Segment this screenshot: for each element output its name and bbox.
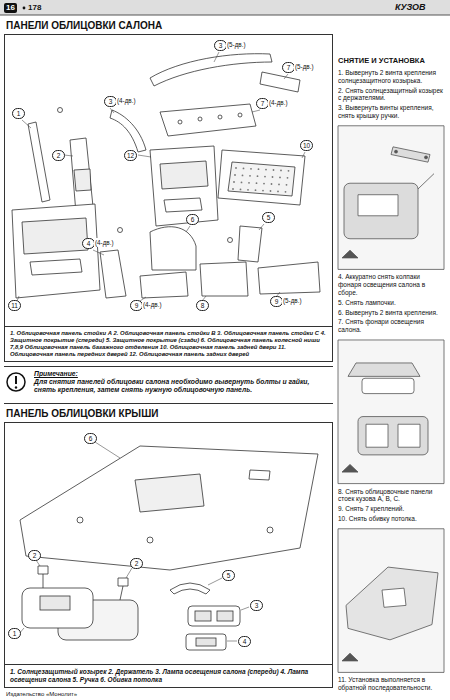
procedure-step: 3. Вывернуть винты крепления, снять крыш… (338, 104, 444, 120)
procedure-step: 8. Снять облицовочные панели стоек кузов… (338, 488, 444, 504)
page-section-number: 16 (4, 3, 17, 13)
variant-note: (5-дв.) (226, 40, 247, 49)
leader-lines (18, 442, 249, 641)
visor-photo (338, 126, 444, 270)
callout-number: 5 (222, 570, 235, 581)
procedure-heading: СНЯТИЕ И УСТАНОВКА (338, 56, 444, 65)
headliner-photo (338, 529, 444, 673)
callout-number: 8 (196, 300, 209, 311)
variant-note: (4-дв.) (94, 238, 115, 247)
note-heading: Примечание: (34, 370, 329, 378)
callout-number: 2 (28, 550, 41, 561)
procedure-step: 5. Снять лампочки. (338, 299, 444, 307)
callout-number: 6 (186, 214, 199, 225)
procedure-step: 2. Снять солнцезащитный козырек с держат… (338, 87, 444, 103)
note-text: Для снятия панелей облицовки салона необ… (34, 378, 329, 394)
variant-note: (5-дв.) (294, 62, 315, 71)
callout-number: 5 (262, 212, 275, 223)
publisher-footer: Издательство «Монолит» (6, 690, 77, 698)
page-number: 178 (28, 3, 41, 13)
variant-note: (4-дв.) (116, 96, 137, 105)
callout-number: 6 (84, 433, 97, 444)
section-heading: ПАНЕЛИ ОБЛИЦОВКИ САЛОНА (6, 20, 162, 32)
callout-number: 10 (300, 140, 313, 151)
header-bar (0, 0, 450, 15)
variant-note: (4-дв.) (142, 300, 163, 309)
procedure-step: 7. Снять фонари освещения салона. (338, 318, 444, 334)
callout-number: 3 (250, 600, 263, 611)
callout-number: 4 (238, 636, 251, 647)
procedure-step: 10. Снять обивку потолка. (338, 515, 444, 523)
callout-number: 11 (8, 300, 21, 311)
procedure-step: 9. Снять 7 креплений. (338, 505, 444, 513)
procedure-step: 4. Аккуратно снять колпаки фонаря освеще… (338, 273, 444, 296)
callout-number: 12 (124, 150, 137, 161)
callout-number: 2 (130, 558, 143, 569)
callout-number: 2 (52, 150, 65, 161)
headliner-figure (20, 446, 318, 650)
procedure-step: 11. Установка выполняется в обратной пос… (338, 676, 444, 692)
dot-pattern (232, 167, 289, 193)
callout-number: 1 (8, 628, 21, 639)
lamp-photo (338, 340, 444, 484)
section-heading: ПАНЕЛЬ ОБЛИЦОВКИ КРЫШИ (6, 408, 158, 420)
figure-frame: 1. Солнцезащитный козырек 2. Держатель 3… (4, 422, 333, 688)
trim-panels-figure (12, 54, 320, 298)
figure-caption: 1. Облицовочная панель стойки А 2. Облиц… (5, 326, 332, 361)
note-icon (7, 373, 25, 391)
chapter-title: КУЗОВ (395, 2, 426, 13)
procedure-step: 6. Вывернуть 2 винта крепления. (338, 309, 444, 317)
variant-note: (4-дв.) (268, 98, 289, 107)
figure-caption: 1. Солнцезащитный козырек 2. Держатель 3… (5, 664, 332, 687)
procedure-step: 1. Вывернуть 2 винта крепления солнцезащ… (338, 69, 444, 85)
note-box: Примечание:Для снятия панелей облицовки … (4, 366, 333, 404)
variant-note: (5-дв.) (282, 296, 303, 305)
leader-lines (17, 52, 305, 301)
figure-frame: 1. Облицовочная панель стойки А 2. Облиц… (4, 34, 333, 362)
callout-number: 1 (12, 108, 25, 119)
